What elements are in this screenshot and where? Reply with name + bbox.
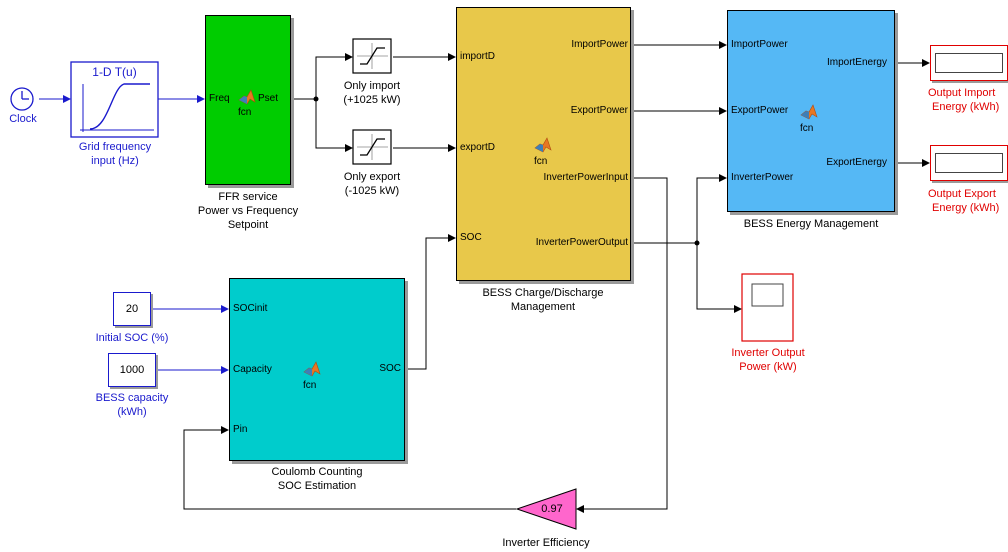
sat-export-label-2: (-1025 kW) — [344, 185, 400, 197]
clock-label: Clock — [9, 113, 37, 125]
signal-to-energy — [696, 174, 727, 243]
coulomb-label-1: Coulomb Counting — [271, 466, 363, 478]
energy-port-inverterpower: InverterPower — [731, 172, 794, 183]
gain-value[interactable]: 0.97 — [541, 503, 563, 515]
coulomb-port-capacity: Capacity — [233, 364, 272, 375]
sat-export-label-1: Only export — [343, 171, 401, 183]
ffr-label-1: FFR service — [218, 191, 278, 203]
matlab-fcn-icon — [303, 361, 321, 377]
matlab-fcn-icon — [238, 89, 256, 105]
gain-label: Inverter Efficiency — [502, 537, 590, 549]
ffr-label-2: Power vs Frequency — [197, 205, 299, 217]
bess-port-importpower: ImportPower — [571, 39, 628, 50]
lookup-label-2: input (Hz) — [91, 155, 139, 167]
scope-label-1: Inverter Output — [731, 347, 805, 359]
energy-port-importpower: ImportPower — [731, 39, 788, 50]
energy-port-exportpower: ExportPower — [731, 105, 789, 116]
initial-soc-constant[interactable]: 20 — [113, 292, 151, 326]
energy-port-importenergy: ImportEnergy — [826, 57, 887, 68]
signal-soc-feedback — [405, 234, 456, 370]
bess-charge-label-2: Management — [510, 301, 576, 313]
bess-port-exportpower: ExportPower — [570, 105, 628, 116]
bess-fcn-label: fcn — [534, 156, 548, 167]
clock-icon — [10, 87, 34, 111]
scope-label-2: Power (kW) — [739, 361, 797, 373]
ffr-fcn-label: fcn — [238, 107, 252, 118]
output-export-label-1: Output Export — [928, 188, 996, 200]
sat-import-label-2: (+1025 kW) — [343, 94, 401, 106]
energy-label: BESS Energy Management — [743, 218, 879, 230]
saturation-import-icon — [352, 38, 392, 74]
ffr-label-3: Setpoint — [227, 219, 269, 231]
signal-gain-to-pin — [183, 426, 516, 510]
sat-import-label-1: Only import — [343, 80, 401, 92]
energy-fcn-label: fcn — [800, 123, 814, 134]
bess-charge-label-1: BESS Charge/Discharge — [482, 287, 604, 299]
coulomb-port-socinit: SOCinit — [233, 303, 268, 314]
energy-port-exportenergy: ExportEnergy — [826, 157, 887, 168]
signal-to-scope — [696, 243, 742, 313]
matlab-fcn-icon — [800, 104, 818, 120]
bess-port-importd: importD — [460, 51, 496, 62]
output-import-display[interactable] — [930, 45, 1008, 81]
bess-port-inverteroutput: InverterPowerOutput — [535, 237, 628, 248]
lookup-title: 1-D T(u) — [92, 65, 137, 79]
signal-inverter-input — [576, 177, 668, 513]
initial-soc-label: Initial SOC (%) — [95, 332, 169, 344]
lookup-table-block — [70, 61, 159, 138]
saturation-export-icon — [352, 129, 392, 165]
coulomb-label-2: SOC Estimation — [277, 480, 357, 492]
ffr-port-freq: Freq — [209, 93, 230, 104]
bess-capacity-label-1: BESS capacity — [95, 392, 169, 404]
output-import-label-2: Energy (kWh) — [932, 101, 1000, 113]
bess-capacity-constant[interactable]: 1000 — [108, 353, 156, 387]
output-import-label-1: Output Import — [928, 87, 996, 99]
signal-to-sat-import — [315, 53, 353, 99]
signal-to-sat-export — [315, 99, 353, 152]
bess-port-inverterinput: InverterPowerInput — [543, 172, 629, 183]
matlab-fcn-icon — [534, 137, 552, 153]
gain-block-shape — [515, 488, 577, 530]
bess-port-exportd: exportD — [460, 142, 496, 153]
output-export-label-2: Energy (kWh) — [932, 202, 1000, 214]
bess-capacity-label-2: (kWh) — [117, 406, 147, 418]
output-export-display[interactable] — [930, 145, 1008, 181]
coulomb-port-pin: Pin — [233, 424, 248, 435]
coulomb-fcn-label: fcn — [303, 380, 317, 391]
lookup-curve-icon — [80, 83, 154, 132]
bess-port-soc: SOC — [460, 232, 482, 243]
lookup-label-1: Grid frequency — [78, 141, 152, 153]
coulomb-port-soc: SOC — [379, 363, 401, 374]
scope-icon — [741, 273, 794, 342]
ffr-port-pset: Pset — [258, 93, 279, 104]
